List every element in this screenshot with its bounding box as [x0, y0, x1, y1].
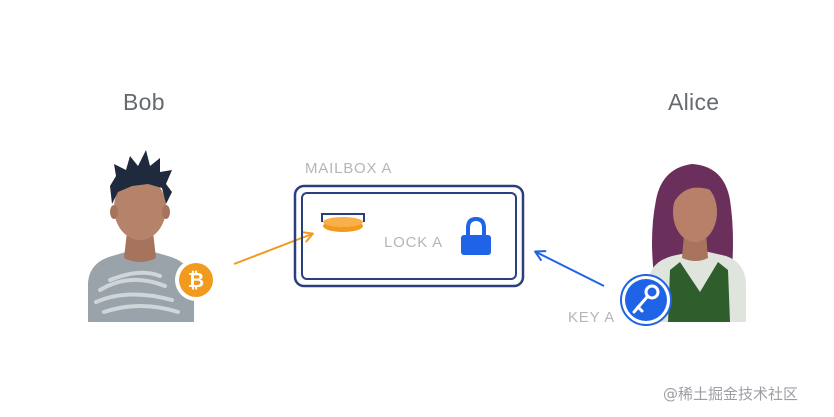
bob-figure	[88, 150, 194, 322]
svg-text:₿: ₿	[188, 268, 204, 292]
coin-icon	[321, 213, 365, 232]
alice-name: Alice	[668, 89, 720, 115]
mailbox-label: MAILBOX A	[305, 160, 393, 177]
key-label: KEY A	[568, 309, 616, 326]
lock-label: LOCK A	[384, 234, 443, 251]
key-icon	[620, 274, 672, 326]
bitcoin-icon: ₿	[175, 259, 217, 301]
watermark: @稀土掘金技术社区	[663, 385, 799, 403]
alice-to-mailbox-arrow	[534, 250, 605, 287]
padlock-icon	[461, 216, 491, 255]
mailbox	[293, 184, 525, 288]
bob-name: Bob	[123, 89, 165, 115]
bob-to-mailbox-arrow	[233, 231, 314, 265]
